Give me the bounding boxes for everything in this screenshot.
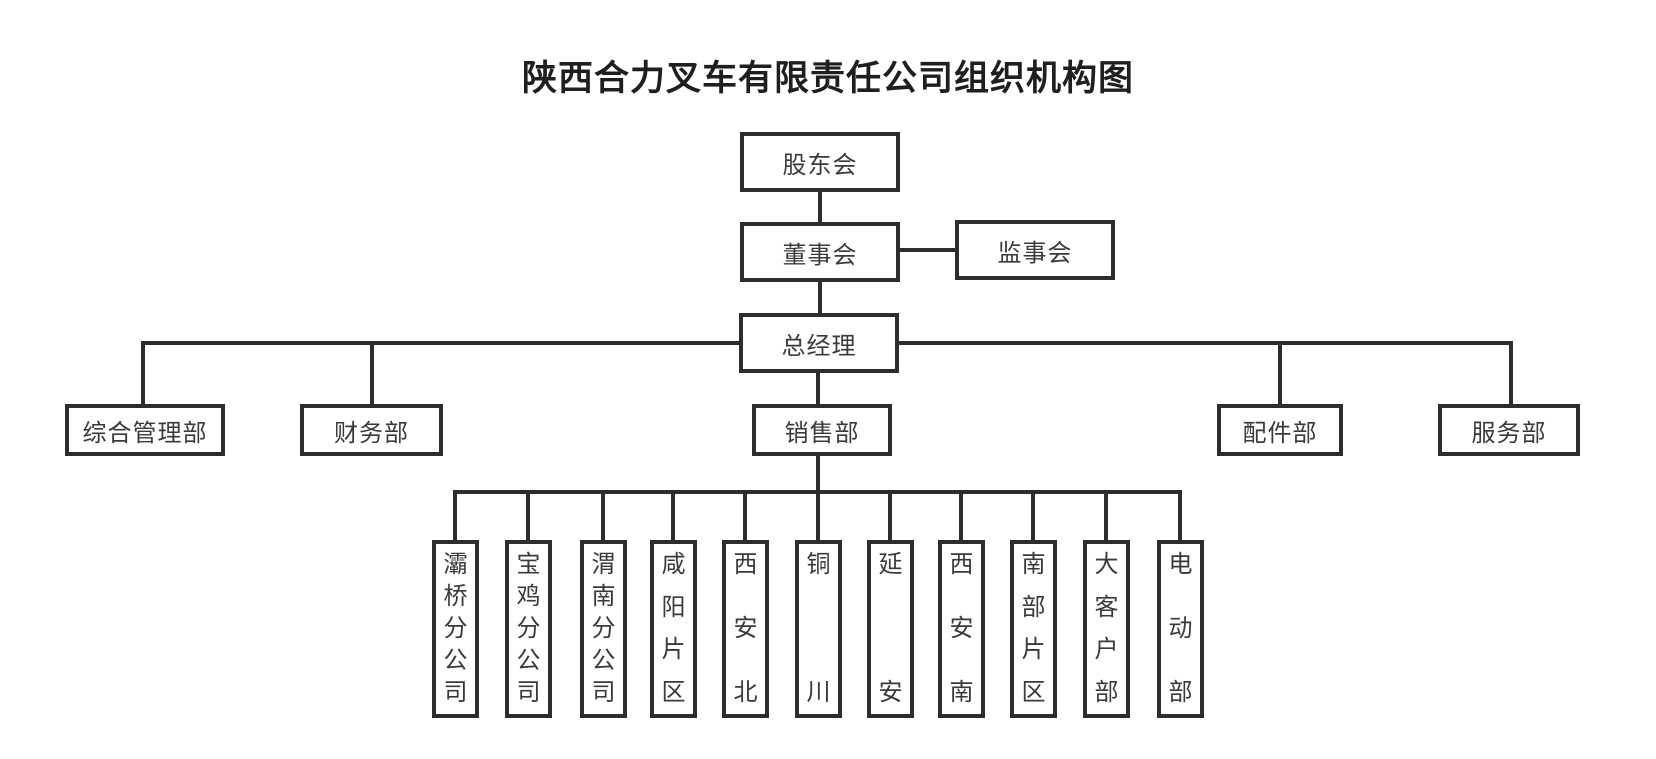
org-node-parts-dept: 配件部 [1217, 404, 1343, 456]
org-node-yanan: 延安 [867, 540, 914, 718]
org-node-xianyang-area: 咸阳片区 [650, 540, 697, 718]
connector-drop-key-accounts [1104, 490, 1108, 540]
connector-gm-sales [816, 373, 820, 404]
connector-drop-weinan-branch [601, 490, 605, 540]
connector-drop-parts [1278, 341, 1282, 404]
org-node-xian-south: 西安南 [938, 540, 985, 718]
org-node-tongchuan: 铜川 [795, 540, 842, 718]
connector-drop-tongchuan [816, 490, 820, 540]
connector-drop-general-affairs [141, 341, 145, 404]
connector-drop-xian-north [743, 490, 747, 540]
org-node-south-area: 南部片区 [1010, 540, 1057, 718]
connector-drop-xian-south [959, 490, 963, 540]
org-node-board-of-directors: 董事会 [740, 222, 900, 282]
org-node-baqiao-branch: 灞桥分公司 [432, 540, 479, 718]
org-node-supervisory-board: 监事会 [955, 220, 1115, 280]
connector-drop-finance [370, 341, 374, 404]
connector-drop-xianyang-area [671, 490, 675, 540]
org-node-finance-dept: 财务部 [300, 404, 443, 456]
org-node-sales-dept: 销售部 [752, 404, 892, 456]
org-node-service-dept: 服务部 [1438, 404, 1580, 456]
connector-sales-bus [816, 456, 820, 492]
org-node-key-accounts-dept: 大客户部 [1083, 540, 1130, 718]
connector-drop-service [1509, 341, 1513, 404]
connector-drop-yanan [888, 490, 892, 540]
connector-drop-baqiao-branch [453, 490, 457, 540]
org-node-baoji-branch: 宝鸡分公司 [505, 540, 552, 718]
org-node-general-manager: 总经理 [739, 313, 899, 373]
connector-board-supervisory [900, 248, 955, 252]
org-node-electric-dept: 电动部 [1157, 540, 1204, 718]
org-node-general-affairs-dept: 综合管理部 [65, 404, 225, 456]
connector-board-gm [818, 282, 822, 313]
connector-drop-south-area [1031, 490, 1035, 540]
org-node-xian-north: 西安北 [722, 540, 769, 718]
connector-drop-electric [1178, 490, 1182, 540]
org-node-shareholders: 股东会 [740, 132, 900, 192]
org-node-weinan-branch: 渭南分公司 [580, 540, 627, 718]
connector-drop-baoji-branch [526, 490, 530, 540]
connector-shareholders-board [818, 192, 822, 222]
page-title: 陕西合力叉车有限责任公司组织机构图 [521, 59, 1134, 98]
